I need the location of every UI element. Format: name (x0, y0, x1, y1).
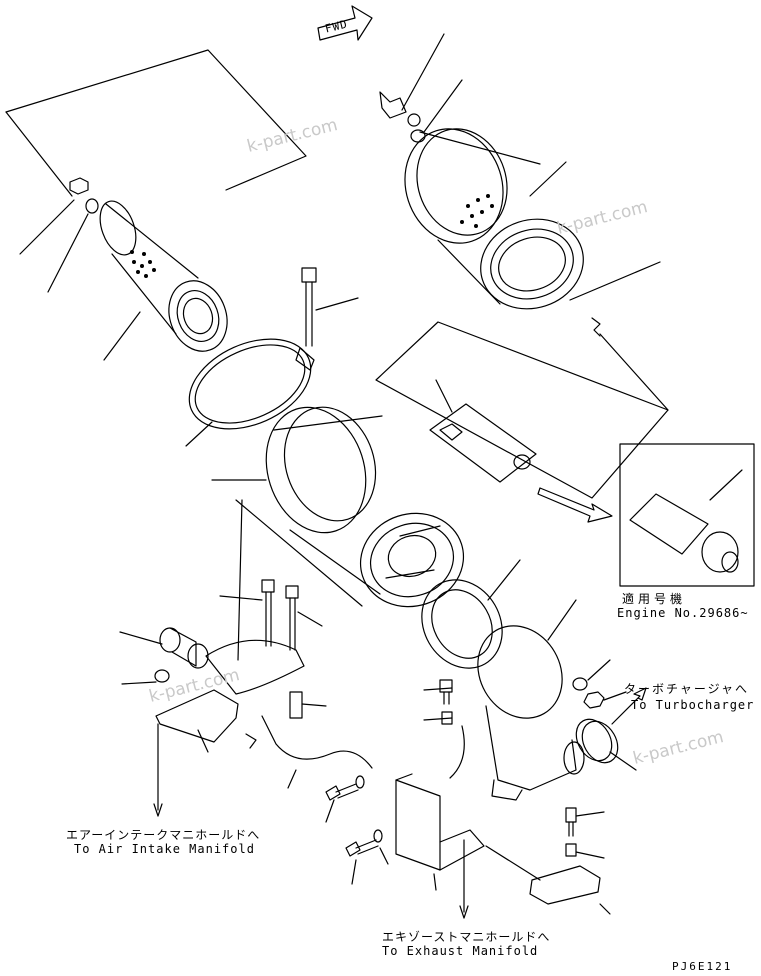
drawing-code: PJ6E121 (672, 960, 733, 973)
elbow-pipe (477, 625, 585, 801)
lower-bolts (325, 775, 383, 857)
turbo-arrow-icon (611, 687, 647, 725)
exhaust-jp: エキゾーストマニホールドへ (382, 930, 551, 944)
inset-arrow-icon (537, 487, 613, 523)
inset-box (619, 443, 755, 587)
air-intake-jp: エアーインテークマニホールドへ (66, 828, 261, 842)
air-intake-en: To Air Intake Manifold (74, 842, 255, 856)
support-bracket (529, 807, 601, 905)
outer-filter-element (404, 128, 584, 310)
air-cleaner-body (265, 406, 465, 608)
exhaust-en: To Exhaust Manifold (382, 944, 539, 958)
base-plate (154, 669, 239, 743)
mounting-bracket (395, 773, 485, 871)
bolts-group (261, 579, 299, 651)
pipe-bolts (439, 679, 453, 725)
detail-frame (375, 321, 669, 499)
nut-washer-icon (572, 677, 605, 709)
gasket (421, 579, 503, 669)
clamp-band (188, 338, 315, 430)
nut-icon (69, 177, 99, 214)
turbo-jp: ターボチャージャへ (624, 682, 750, 696)
wing-nut-icon (379, 91, 426, 143)
applicable-jp: 適用号機 (622, 592, 687, 606)
reference-outline (5, 49, 307, 191)
curved-bracket (205, 639, 305, 695)
inner-filter-element (99, 200, 228, 352)
exhaust-arrow-icon (459, 839, 469, 919)
connector-hose (575, 718, 637, 771)
dust-indicator-icon (159, 627, 209, 669)
hose (261, 715, 373, 769)
applicable-en: Engine No.29686~ (617, 606, 749, 620)
bolt-icon (301, 267, 317, 347)
air-intake-arrow-icon (153, 723, 163, 817)
fwd-arrow-icon (317, 5, 373, 41)
turbo-en: To Turbocharger (631, 698, 755, 712)
